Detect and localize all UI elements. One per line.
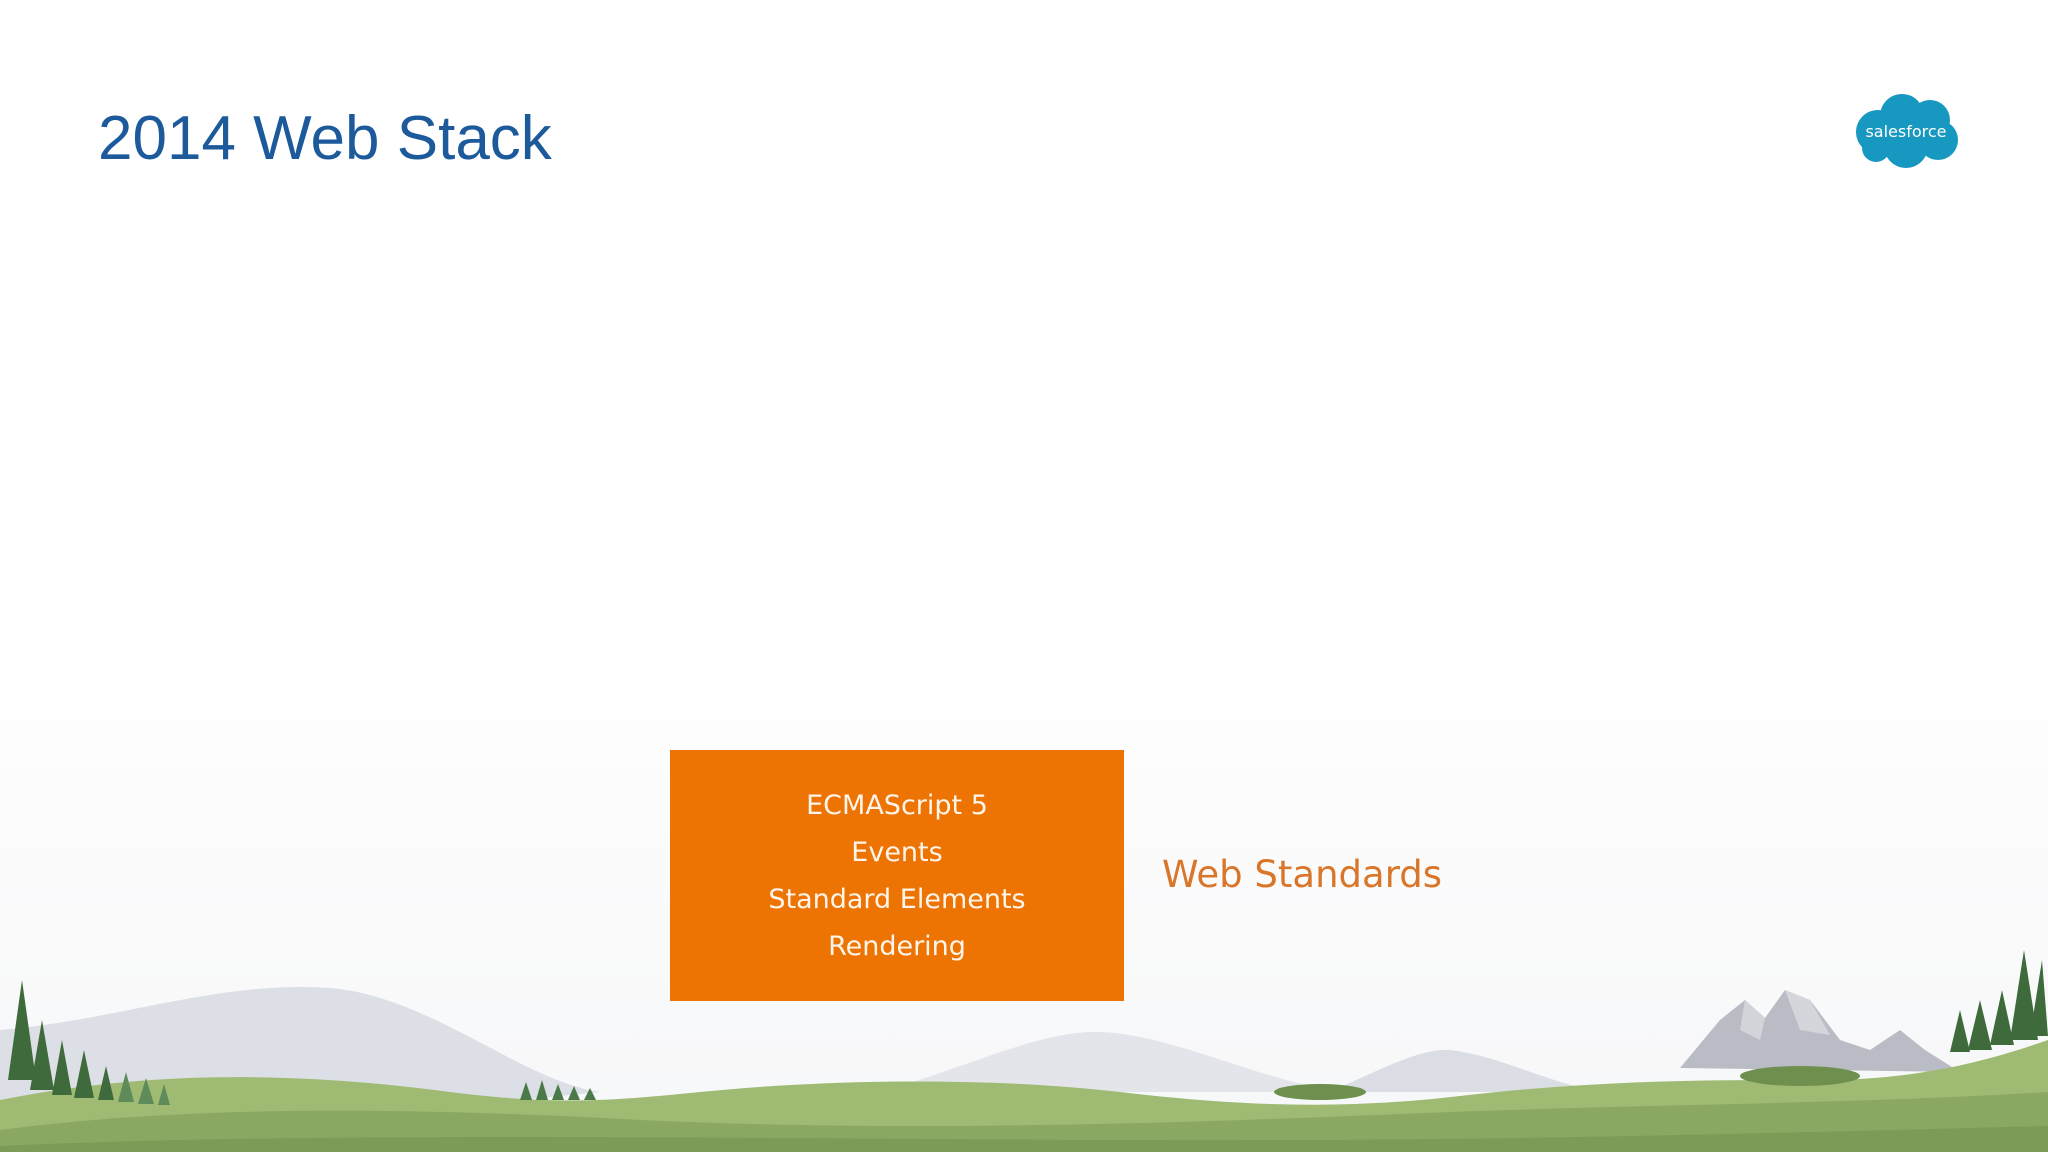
slide-title: 2014 Web Stack [98, 104, 552, 173]
stack-item-standard-elements: Standard Elements [768, 883, 1026, 915]
salesforce-cloud-logo: salesforce [1856, 94, 1958, 168]
logo-text: salesforce [1865, 122, 1946, 141]
stack-item-ecmascript: ECMAScript 5 [806, 789, 988, 821]
stack-item-rendering: Rendering [828, 930, 966, 962]
web-standards-box: ECMAScript 5 Events Standard Elements Re… [670, 750, 1124, 1001]
stack-item-events: Events [851, 836, 943, 868]
mountain-landscape-illustration [0, 950, 2048, 1152]
web-standards-label: Web Standards [1162, 853, 1443, 896]
